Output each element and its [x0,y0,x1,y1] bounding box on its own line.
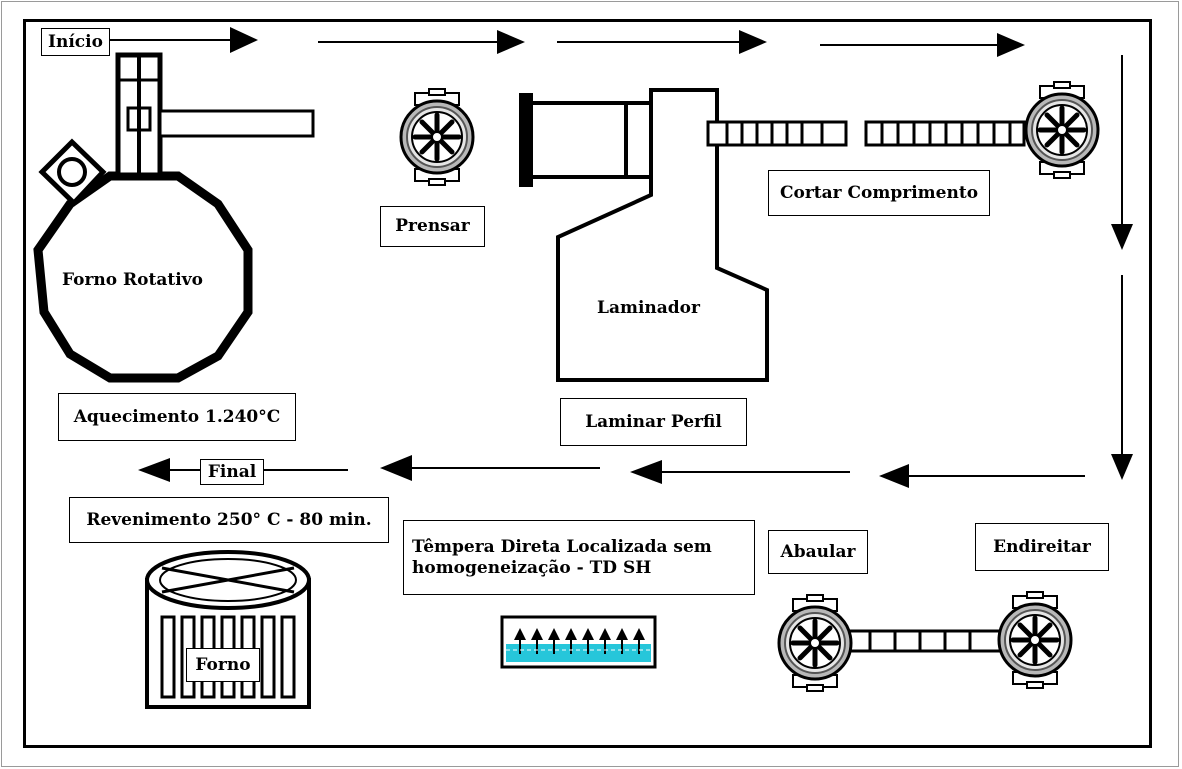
laminar-perfil-label: Laminar Perfil [560,398,747,446]
forno-label: Forno [186,648,260,682]
tempera-label-line1: Têmpera Direta Localizada sem [412,537,712,558]
revenimento-label: Revenimento 250° C - 80 min. [69,497,389,543]
forno-drawing [145,550,311,709]
forno-rotativo-label: Forno Rotativo [62,270,203,290]
bottom-conveyor [844,629,1010,653]
final-label: Final [200,459,264,485]
prensar-machine [401,89,473,185]
abaular-label: Abaular [768,530,868,574]
endireitar-machine [999,592,1071,688]
bottom-flow-arrows [138,455,1085,488]
endireitar-label: Endireitar [975,523,1109,571]
cutter-machine [1026,82,1098,178]
top-flow-arrows [110,27,1025,57]
laminador-drawing [519,88,769,382]
abaular-machine [779,595,851,691]
quench-tank-drawing [500,615,657,669]
aquecimento-label: Aquecimento 1.240°C [58,393,296,441]
prensar-label: Prensar [380,206,485,247]
tempera-label: Têmpera Direta Localizada sem homogeneiz… [403,520,755,595]
right-flow-arrows [1111,55,1133,480]
top-conveyor [706,120,1026,147]
inicio-label: Início [41,28,110,56]
laminador-label: Laminador [597,298,700,318]
tempera-label-line2: homogeneização - TD SH [412,557,652,578]
forno-rotativo-drawing [33,52,315,383]
cortar-comprimento-label: Cortar Comprimento [768,170,990,216]
diagram-frame [23,19,1152,748]
